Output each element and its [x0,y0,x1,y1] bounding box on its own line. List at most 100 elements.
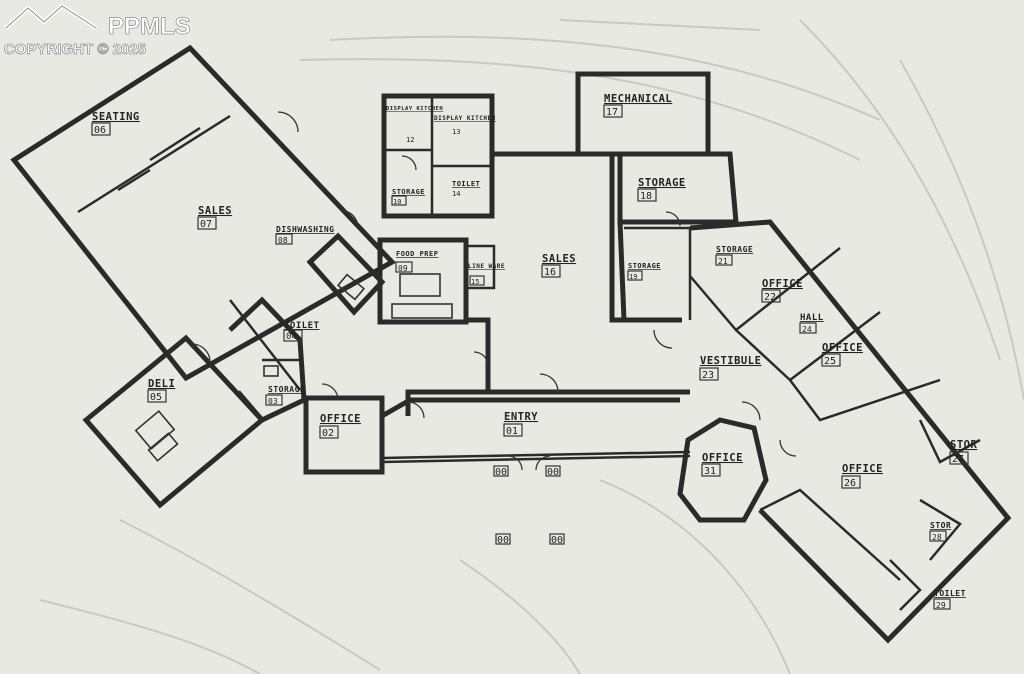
svg-text:FOOD PREP: FOOD PREP [396,250,438,258]
svg-text:19: 19 [629,273,637,281]
svg-text:13: 13 [452,128,460,136]
svg-text:28: 28 [932,533,942,542]
mark-label: 00 [495,467,507,478]
svg-text:23: 23 [702,370,714,381]
room-vestibule: VESTIBULE 23 [699,355,761,381]
watermark-brand: PPMLS [108,13,191,40]
watermark-copyright: COPYRIGHT © 2025 [4,41,146,58]
svg-text:16: 16 [544,267,556,278]
room-sales-16: SALES 16 [541,253,576,278]
entry-walls [380,397,691,471]
svg-text:07: 07 [200,219,212,230]
room-toilet-29: TOILET 29 [933,589,966,610]
svg-text:14: 14 [452,190,460,198]
svg-text:STOR: STOR [950,439,977,451]
room-sales-07: SALES 07 [197,205,232,230]
svg-text:OFFICE: OFFICE [762,278,803,290]
svg-text:VESTIBULE: VESTIBULE [700,355,761,367]
svg-text:12: 12 [406,136,414,144]
svg-text:31: 31 [704,466,716,477]
svg-text:08: 08 [278,236,288,245]
room-hall-24: HALL 24 [799,313,824,334]
svg-text:22: 22 [764,292,776,303]
mark-label: 00 [551,535,563,546]
svg-text:02: 02 [322,428,334,439]
svg-text:OFFICE: OFFICE [822,342,863,354]
exterior-marks: 00 00 00 00 [493,465,565,546]
room-office-02: OFFICE 02 [319,413,361,439]
svg-text:OFFICE: OFFICE [702,452,743,464]
svg-text:10: 10 [393,198,401,206]
mark-label: 00 [497,535,509,546]
door-swings [191,111,797,457]
room-storage-19: STORAGE 19 [627,262,661,281]
svg-text:STOR: STOR [930,521,951,530]
svg-text:DELI: DELI [148,378,175,390]
svg-text:STORAGE: STORAGE [392,188,425,196]
svg-text:MECHANICAL: MECHANICAL [604,93,672,105]
svg-text:25: 25 [824,356,836,367]
svg-text:DISPLAY KITCHEN: DISPLAY KITCHEN [386,106,443,112]
svg-text:24: 24 [802,325,812,334]
office-02-walls [303,395,385,475]
west-wing-walls [10,44,397,391]
svg-text:27: 27 [952,454,964,465]
room-labels: SEATING 06 SALES 07 DISHWASHING 08 DISPL… [91,93,977,610]
svg-text:15: 15 [471,278,479,286]
room-office-25: OFFICE 25 [821,342,863,367]
room-food-prep: FOOD PREP 09 [395,250,438,273]
svg-text:STORAGE: STORAGE [638,177,686,189]
center-walls [405,71,739,416]
svg-text:01: 01 [506,426,518,437]
svg-text:HALL: HALL [800,313,824,323]
room-storage-10: STORAGE 10 [391,188,425,206]
room-dishwashing: DISHWASHING 08 [275,225,334,245]
east-wing-walls [677,219,1012,644]
room-entry: ENTRY 01 [503,411,538,437]
background-site-lines [39,19,1024,674]
room-office-22: OFFICE 22 [761,278,803,303]
svg-text:TOILET: TOILET [284,321,320,331]
svg-text:ENTRY: ENTRY [504,411,538,423]
room-toilet-14: TOILET 14 [452,180,480,198]
room-line-ware: LINE WARE 15 [468,263,505,286]
svg-text:03: 03 [268,397,278,406]
svg-text:DISPLAY KITCHEN: DISPLAY KITCHEN [434,115,496,122]
mark-label: 00 [547,467,559,478]
svg-text:05: 05 [150,392,162,403]
svg-text:18: 18 [640,191,652,202]
svg-text:21: 21 [718,257,728,266]
svg-text:26: 26 [844,478,856,489]
svg-text:DISHWASHING: DISHWASHING [276,225,334,234]
svg-text:SALES: SALES [542,253,576,265]
svg-text:04: 04 [286,332,297,342]
svg-text:OFFICE: OFFICE [320,413,361,425]
svg-text:SALES: SALES [198,205,232,217]
svg-text:STORAGE: STORAGE [716,245,753,254]
room-stor-28: STOR 28 [929,521,951,542]
room-seating: SEATING 06 [91,111,140,136]
svg-text:TOILET: TOILET [934,589,966,598]
service-walls [228,296,307,424]
svg-text:06: 06 [94,125,106,136]
room-storage-21: STORAGE 21 [715,245,753,266]
watermark: PPMLS COPYRIGHT © 2025 [4,3,191,58]
room-office-31: OFFICE 31 [701,452,743,477]
room-deli: DELI 05 [147,378,175,403]
svg-text:09: 09 [398,264,408,273]
svg-text:STORAGE: STORAGE [268,385,305,394]
svg-text:STORAGE: STORAGE [628,262,661,270]
room-toilet-04: TOILET 04 [283,321,320,342]
room-mechanical: MECHANICAL 17 [603,93,672,118]
svg-text:SEATING: SEATING [92,111,140,123]
svg-text:17: 17 [606,107,618,118]
kitchen-walls [306,93,496,325]
room-display-kitchen: DISPLAY KITCHEN 13 [434,115,496,136]
room-storage-18: STORAGE 18 [637,177,686,202]
svg-text:LINE WARE: LINE WARE [468,263,505,270]
room-stor-27: STOR 27 [949,439,977,465]
svg-text:TOILET: TOILET [452,180,480,188]
room-office-26: OFFICE 26 [841,463,882,489]
svg-text:29: 29 [936,601,946,610]
